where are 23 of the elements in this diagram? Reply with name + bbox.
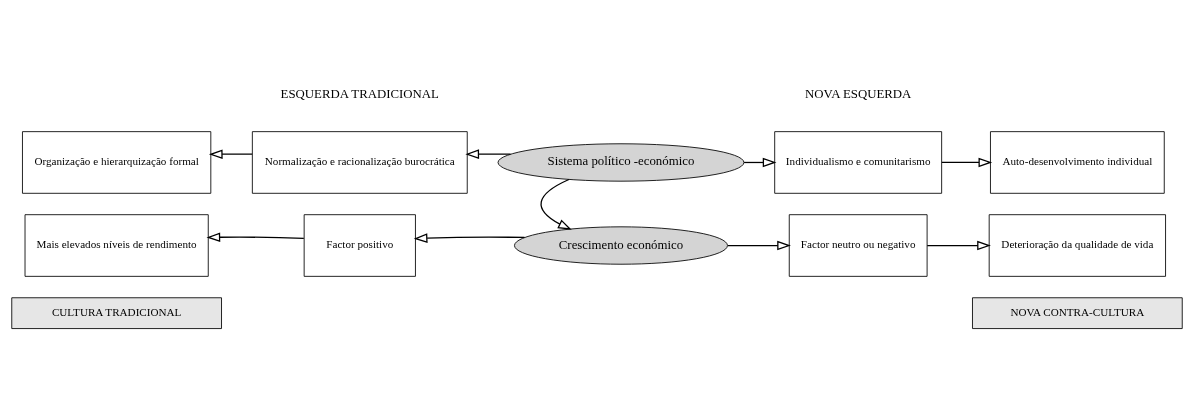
label: ESQUERDA TRADICIONAL xyxy=(280,86,439,101)
label: NOVA ESQUERDA xyxy=(805,86,912,101)
node-box: Normalização e racionalização burocrática xyxy=(251,130,468,194)
node-box: Individualismo e comunitarismo xyxy=(774,130,943,194)
node-box: Deterioração da qualidade de vida xyxy=(988,213,1166,277)
arrow xyxy=(743,157,777,167)
arrow xyxy=(413,232,526,243)
arrow xyxy=(465,148,512,159)
arrow xyxy=(926,240,991,250)
arrow xyxy=(941,157,993,167)
node-box: CULTURA TRADICIONAL xyxy=(11,296,222,329)
node-box: NOVA CONTRA-CULTURA xyxy=(972,296,1183,329)
node-ellipse: Sistema político -económico xyxy=(497,142,745,182)
node-ellipse: Crescimento económico xyxy=(514,225,728,265)
node-box: Auto-desenvolvimento individual xyxy=(990,130,1165,194)
arrow xyxy=(727,240,791,250)
node-box: Mais elevados níveis de rendimento xyxy=(24,213,209,277)
node-box: Factor positivo xyxy=(303,213,416,277)
node-box: Organização e hierarquização formal xyxy=(22,130,212,194)
arrow xyxy=(208,148,253,159)
node-box: Factor neutro ou negativo xyxy=(788,213,928,277)
arrow xyxy=(540,178,572,230)
arrow xyxy=(206,231,305,242)
